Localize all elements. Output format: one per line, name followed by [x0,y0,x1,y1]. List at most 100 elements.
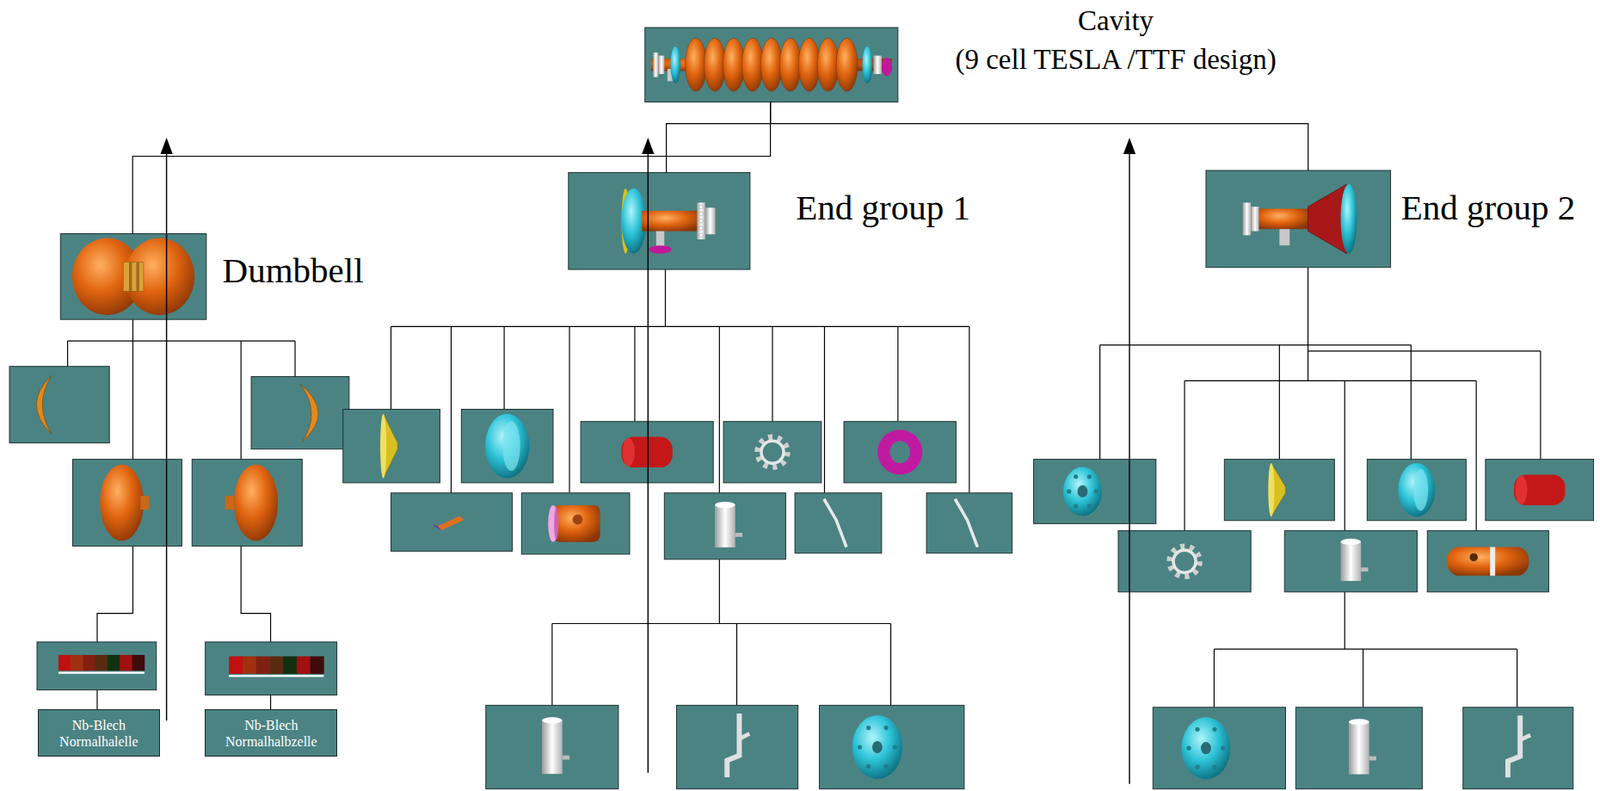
part-shape [300,383,319,442]
heading-text: Cavity [923,1,1309,41]
image-frame [205,641,338,696]
part-image [1206,170,1391,268]
tree-line [1213,648,1215,708]
tree-connector [666,102,771,173]
part-shape [954,498,978,548]
part-shape [1469,553,1477,561]
part-image [60,233,207,320]
part-shape [1186,745,1191,751]
part-image [664,492,786,560]
part-image [1485,459,1594,521]
part-shape [1063,467,1102,517]
image-frame [461,409,554,483]
tree-line [890,623,892,706]
part-shape [735,532,743,537]
part-shape [658,55,665,74]
tree-connector [770,102,1309,171]
part-shape [757,437,787,467]
part-image [1463,707,1574,789]
part-shape [705,207,716,234]
part-shape [696,202,705,240]
tree-line [968,326,970,493]
part-image [676,704,799,788]
part-image [390,492,512,552]
part-shape [1194,763,1200,769]
heading: End group 1 [795,186,971,228]
part-shape [269,656,284,674]
tree-line [824,326,825,493]
part-shape [738,732,750,739]
part-shape [656,231,665,248]
arrow-head [1123,137,1136,154]
image-frame [1366,459,1466,521]
part-shape [760,37,782,92]
arrow-head [641,137,654,154]
part-shape [714,504,736,548]
part-image [251,376,350,450]
part-shape [123,261,144,291]
part-shape [699,204,703,209]
part-image [1427,530,1549,592]
part-shape [798,37,820,92]
part-image [1295,707,1422,789]
image-frame [36,641,157,690]
image-frame [664,492,786,560]
part-shape [761,440,784,463]
part-image [1284,530,1417,592]
tree-line [1344,591,1346,649]
image-frame [926,492,1013,554]
tree-line [1362,648,1364,708]
part-image [645,27,899,103]
part-shape [233,464,278,542]
part-shape [824,498,847,548]
part-image [819,704,965,788]
image-frame [843,421,956,483]
part-shape [283,656,297,674]
part-image [794,492,882,554]
tree-line [1410,344,1412,460]
part-shape [1348,721,1370,775]
part-shape [256,656,271,674]
image-frame [60,233,207,320]
part-shape [140,495,149,510]
tree-line [1307,267,1309,382]
part-shape [58,654,72,671]
part-shape [58,670,145,673]
tree-line [568,326,570,493]
part-shape [866,763,871,769]
tree-line [1184,380,1477,382]
part-shape [670,46,681,84]
part-shape [652,52,659,77]
image-frame [1485,459,1594,521]
part-shape [1073,473,1078,479]
part-shape [1259,208,1311,229]
tree-line [1516,648,1518,708]
image-frame [1224,459,1335,521]
tree-line [719,559,720,624]
image-frame [390,492,512,552]
tree-line [1183,380,1185,530]
heading: Dumbbell [222,249,364,291]
part-image [486,704,619,788]
part-shape [1446,547,1529,576]
image-frame [1033,459,1157,524]
part-shape [1489,547,1496,576]
part-shape [1514,475,1527,505]
image-frame [723,421,822,483]
part-shape [699,226,703,230]
image-frame [343,409,441,483]
tree-lines [67,267,1541,709]
part-shape [228,674,324,677]
part-shape [1279,228,1290,246]
tree-line [1476,380,1477,530]
part-shape [541,716,563,723]
image-frame [9,366,110,444]
part-image [580,421,714,483]
image-frame [645,27,899,103]
arrow-head [160,137,173,154]
part-shape [562,755,570,760]
heading: End group 2 [1401,186,1576,228]
